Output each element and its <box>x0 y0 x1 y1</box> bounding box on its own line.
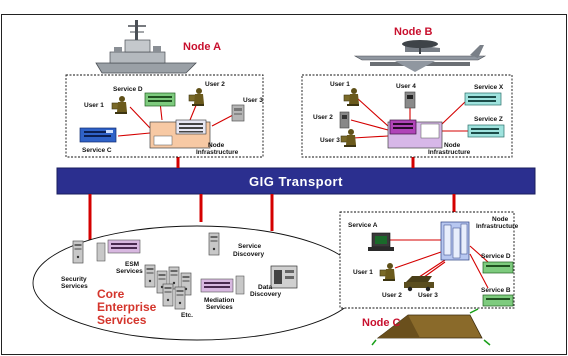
data-discovery-label-2: Discovery <box>250 291 281 298</box>
node-c-user-2-label: User 2 <box>382 292 402 299</box>
node-c-vehicle-icon <box>404 276 434 292</box>
data-discovery-icon <box>270 265 298 289</box>
node-a-user-2-label: User 2 <box>205 81 225 88</box>
node-c-service-d-label: Service D <box>481 253 511 260</box>
node-b-infrastructure-icon <box>387 119 443 149</box>
security-services-label-2: Services <box>61 283 88 290</box>
esm-services-label-2: Services <box>116 268 143 275</box>
node-b-user-4-label: User 4 <box>396 83 416 90</box>
service-discovery-server-icon <box>208 232 220 256</box>
awacs-aircraft-icon <box>353 40 487 72</box>
core-title-line-1: Core <box>97 287 125 301</box>
node-b-user-2-icon <box>339 111 350 129</box>
node-b-infra-label-1: Node <box>444 142 461 149</box>
node-c-service-a-label: Service A <box>348 222 378 229</box>
node-b-user-3-label: User 3 <box>320 137 340 144</box>
node-c-service-a-icon <box>368 232 394 251</box>
node-b-service-z-label: Service Z <box>474 116 503 123</box>
node-b-links <box>350 97 468 139</box>
security-services-server-icon <box>72 240 84 264</box>
node-a-group: Node A Node Infrastructure Service D <box>65 20 264 158</box>
core-enterprise-services-group: Security Services ESM Services Service D… <box>32 225 362 341</box>
node-b-title: Node B <box>394 26 433 38</box>
node-a-title: Node A <box>183 41 221 53</box>
node-c-service-b-icon <box>482 294 514 307</box>
node-c-infra-label-1: Node <box>492 216 509 223</box>
node-c-service-b-label: Service B <box>481 287 511 294</box>
mediation-services-label-1: Mediation <box>204 297 234 304</box>
ship-icon <box>95 20 197 74</box>
node-a-service-c-icon <box>79 127 117 143</box>
node-a-service-d-label: Service D <box>113 86 143 93</box>
node-c-infra-label-2: Infrastructure <box>476 223 519 230</box>
service-discovery-label-1: Service <box>238 243 262 250</box>
etc-label: Etc. <box>181 312 193 319</box>
node-a-service-d-icon <box>144 92 176 107</box>
node-c-user-1-label: User 1 <box>353 269 373 276</box>
data-discovery-label-1: Data <box>258 284 272 291</box>
node-c-group: Node Infrastructure Service A User 1 Use… <box>339 211 519 346</box>
gig-transport-label: GIG Transport <box>249 174 343 189</box>
node-a-infra-label-1: Node <box>208 142 225 149</box>
node-b-service-z-icon <box>467 124 505 138</box>
node-c-user-3-label: User 3 <box>418 292 438 299</box>
gig-transport-bar: GIG Transport <box>56 167 536 195</box>
node-a-user-3-icon <box>231 104 245 122</box>
core-title-line-3: Services <box>97 313 147 327</box>
mediation-services-icon <box>200 275 245 295</box>
node-b-user-1-label: User 1 <box>330 81 350 88</box>
tent-icon <box>371 308 491 346</box>
node-b-service-x-label: Service X <box>474 84 504 91</box>
node-c-service-d-icon <box>482 261 514 274</box>
node-a-infra-label-2: Infrastructure <box>196 149 239 156</box>
esm-services-label-1: ESM <box>125 261 139 268</box>
node-a-infrastructure-icon <box>149 119 211 149</box>
node-b-group: Node B Node Infrastructure User 1 User 2 <box>301 26 513 158</box>
service-discovery-label-2: Discovery <box>233 251 264 258</box>
node-b-user-4-icon <box>404 91 416 109</box>
node-a-user-1-label: User 1 <box>84 102 104 109</box>
core-title-line-2: Enterprise <box>97 300 157 314</box>
node-b-service-x-icon <box>464 92 502 106</box>
security-services-label-1: Security <box>61 276 87 283</box>
node-b-infra-label-2: Infrastructure <box>428 149 471 156</box>
node-c-title: Node C <box>362 317 401 329</box>
esm-services-icon <box>96 239 141 262</box>
node-a-user-3-label: User 3 <box>243 97 263 104</box>
mediation-services-label-2: Services <box>206 304 233 311</box>
node-a-service-c-label: Service C <box>82 147 112 154</box>
node-c-infrastructure-icon <box>440 221 470 261</box>
node-b-user-2-label: User 2 <box>313 114 333 121</box>
